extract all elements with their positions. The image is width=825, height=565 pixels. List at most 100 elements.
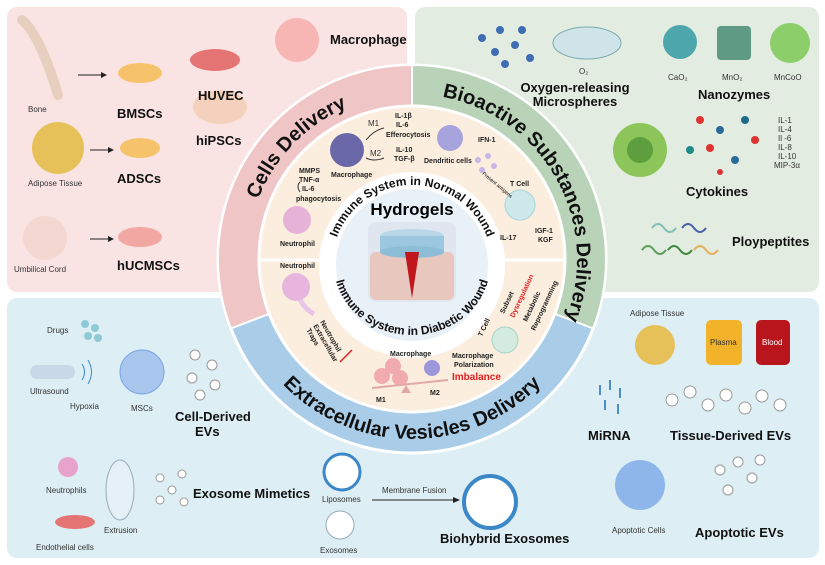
normal-kgf-label: KGF xyxy=(538,237,554,244)
diabetic-t-cell-icon xyxy=(491,326,519,354)
ev-ultrasound-label: Ultrasound xyxy=(30,387,69,396)
normal-il10-label: IL-10 xyxy=(396,147,412,154)
normal-m2-label: M2 xyxy=(370,149,382,158)
normal-tnf-label: TNF-α xyxy=(299,177,320,184)
bioactive-o2-label: O₂ xyxy=(579,67,588,76)
biohybrid-exosome-icon xyxy=(462,474,518,530)
cells-macrophage-label: Macrophage xyxy=(330,32,407,47)
cells-adipose-label: Adipose Tissue xyxy=(28,179,83,188)
normal-dendritic-label: Dendritic cells xyxy=(424,158,472,165)
bioactive-panel-shapes xyxy=(478,23,810,255)
neutrophil-net-icon xyxy=(282,273,310,301)
bone-label: Bone xyxy=(28,105,47,114)
microsphere-icon xyxy=(552,26,622,60)
normal-tgfb-label: TGF-β xyxy=(394,156,415,163)
ev-neutrophils-label: Neutrophils xyxy=(46,486,86,495)
imbalance-label: Imbalance xyxy=(452,372,501,383)
adipose-icon xyxy=(32,122,84,174)
ev-fusion-label: Membrane Fusion xyxy=(382,486,446,495)
cells-bmscs-label: BMSCs xyxy=(117,106,163,121)
dendritic-cell-icon xyxy=(437,125,463,151)
t-cell-icon xyxy=(504,189,536,221)
bioactive-cytokine-list-4-label: IL-10 xyxy=(778,152,797,161)
bioactive-cytokine-list-0-label: IL-1 xyxy=(778,116,792,125)
ev-apoptotic-ev-label: Apoptotic EVs xyxy=(695,525,784,540)
bone-icon xyxy=(17,15,63,100)
hipsc-cell-icon xyxy=(193,90,247,124)
ev-cell-ev2-label: EVs xyxy=(195,424,220,439)
bioactive-cytokines-label: Cytokines xyxy=(686,184,748,199)
diabetic-neutrophil-label: Neutrophil xyxy=(280,263,315,270)
ev-tissue-ev-label: Tissue-Derived EVs xyxy=(670,428,791,443)
normal-il1b-label: IL-1β xyxy=(395,113,412,120)
umbilical-cord-icon xyxy=(23,216,67,260)
ev-liposomes-label: Liposomes xyxy=(322,495,361,504)
ev-apoptotic-cells-label: Apoptotic Cells xyxy=(612,526,665,535)
ev-panel-shapes xyxy=(30,320,790,540)
bioactive-oxy2-label: Microspheres xyxy=(533,94,618,109)
bioactive-polypeptides-label: Ploypeptites xyxy=(732,234,809,249)
hucmsc-cell-icon xyxy=(118,227,162,247)
bioactive-cytokine-list-5-label: MIP-3α xyxy=(774,161,800,170)
diabetic-m1-label: M1 xyxy=(376,397,386,404)
macrophage-icon xyxy=(275,18,319,62)
ev-mimetics-label: Exosome Mimetics xyxy=(193,486,310,501)
hydrogels-title: Hydrogels xyxy=(370,200,453,219)
blood-tube-icon xyxy=(756,320,790,365)
normal-mmps-label: MMPS xyxy=(299,168,320,175)
ev-mirna-label: MiRNA xyxy=(588,428,631,443)
bioactive-cao2-label: CaO₂ xyxy=(668,73,688,82)
ev-adipose-label: Adipose Tissue xyxy=(630,309,685,318)
normal-wound-shapes xyxy=(283,125,536,234)
cells-umbilical-label: Umbilical Cord xyxy=(14,265,66,274)
seesaw-icon xyxy=(371,379,449,389)
diabetic-m2-label: M2 xyxy=(430,390,440,397)
polypeptide-icons xyxy=(641,223,719,255)
endothelial-cell-icon xyxy=(55,515,95,529)
ultrasound-icon xyxy=(30,365,75,379)
macrophage-cell-icon xyxy=(330,133,364,167)
normal-ifn-label: IFN-1 xyxy=(478,137,496,144)
ev-cell-ev1-label: Cell-Derived xyxy=(175,409,251,424)
ev-exosomes-label: Exosomes xyxy=(320,546,357,555)
normal-m1-label: M1 xyxy=(368,119,380,128)
normal-phago-label: phagocytosis xyxy=(296,196,341,203)
ev-hypoxia-label: Hypoxia xyxy=(70,402,99,411)
bioactive-nanozymes-label: Nanozymes xyxy=(698,87,770,102)
ev-mscs-label: MSCs xyxy=(131,404,153,413)
normal-tcell-label: T Cell xyxy=(510,181,529,188)
bioactive-cytokine-list-1-label: IL-4 xyxy=(778,125,792,134)
tissue-adipose-icon xyxy=(635,325,675,365)
cells-hipscs-label: hiPSCs xyxy=(196,133,242,148)
neutrophils-icon xyxy=(58,457,78,477)
neutrophil-cell-icon xyxy=(283,206,311,234)
diabetic-wound-shapes xyxy=(282,273,519,393)
bioactive-oxy1-label: Oxygen-releasing xyxy=(520,80,629,95)
normal-effero-label: Efferocytosis xyxy=(386,132,430,139)
adsc-cell-icon xyxy=(120,138,160,158)
ev-drugs-label: Drugs xyxy=(47,326,68,335)
plasma-tube-icon xyxy=(706,320,742,365)
cells-adscs-label: ADSCs xyxy=(117,171,161,186)
m2-macrophage-icon xyxy=(424,360,440,376)
normal-neutrophil-label: Neutrophil xyxy=(280,241,315,248)
extrusion-membrane-icon xyxy=(105,459,135,521)
cells-panel-shapes xyxy=(17,15,319,260)
diabetic-macrophage-label: Macrophage xyxy=(390,351,431,358)
ev-biohybrid-label: Biohybrid Exosomes xyxy=(440,531,569,546)
normal-il6-label: IL-6 xyxy=(302,186,315,193)
cells-huvec-label: HUVEC xyxy=(198,88,244,103)
ev-plasma-label: Plasma xyxy=(710,338,737,347)
cao2-icon xyxy=(663,25,697,59)
ev-endothelial-label: Endothelial cells xyxy=(36,543,94,552)
hydrogel-wound-illustration xyxy=(368,222,456,302)
liposome-icon xyxy=(322,452,362,492)
diabetic-mp2-label: Polarization xyxy=(454,362,494,369)
normal-il17-label: IL-17 xyxy=(500,235,516,242)
msc-cell-icon xyxy=(119,349,165,395)
diabetic-mp1-label: Macrophage xyxy=(452,353,493,360)
cells-hucmscs-label: hUCMSCs xyxy=(117,258,180,273)
bioactive-cytokine-list-3-label: IL-8 xyxy=(778,143,792,152)
illustrations xyxy=(7,7,819,558)
